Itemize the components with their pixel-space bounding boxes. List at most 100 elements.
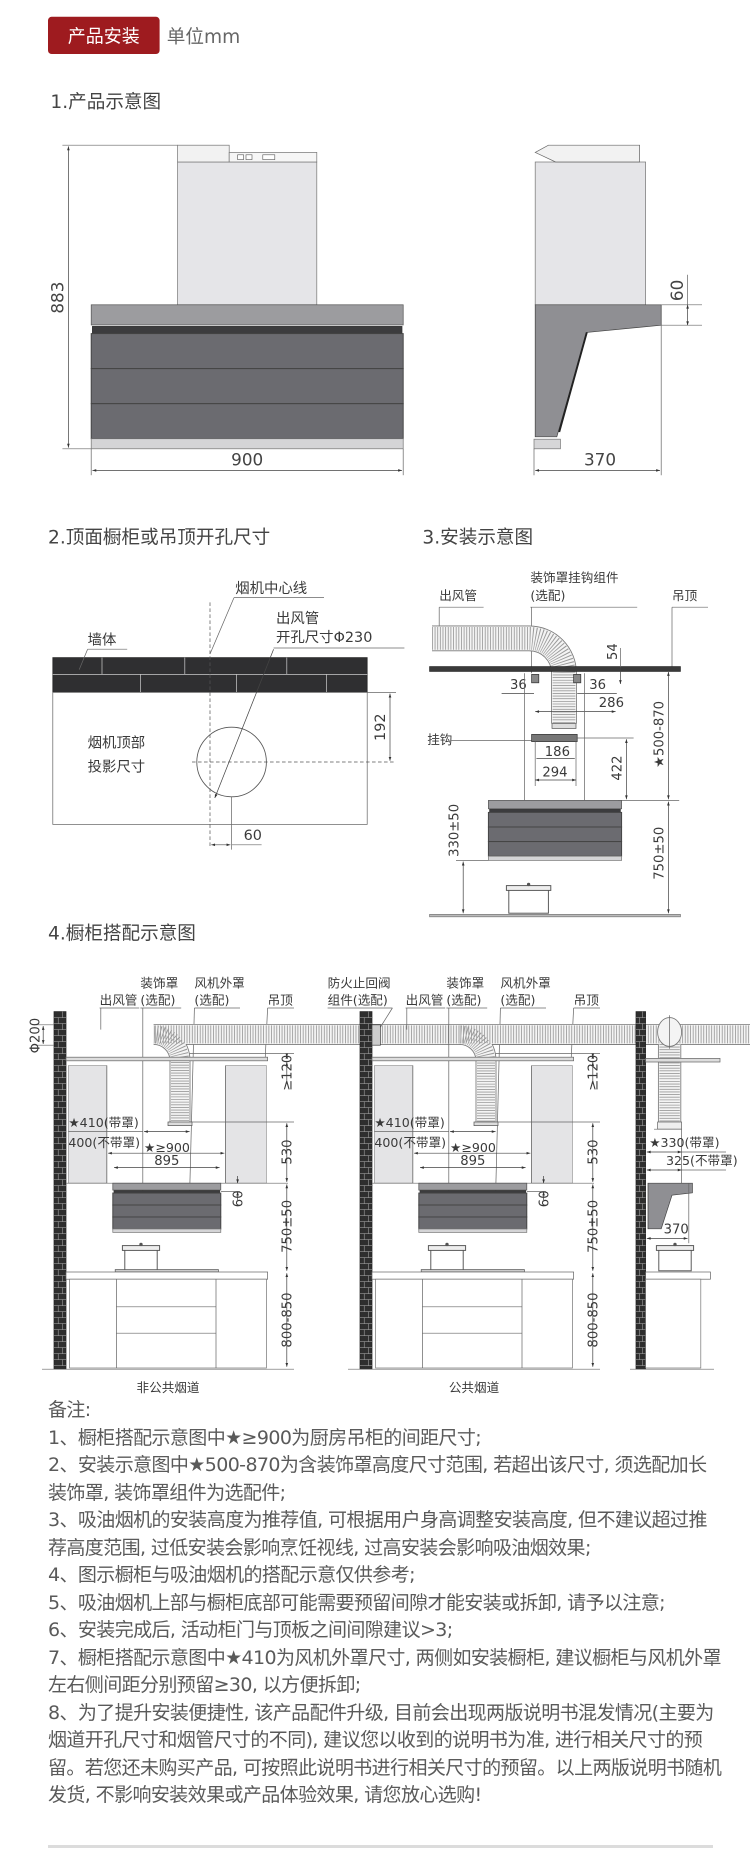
dim-750-label: 750±50 [587, 1200, 602, 1253]
terminal-icon [245, 154, 253, 160]
pot-knob [526, 882, 531, 887]
dim-294-label: 294 [542, 765, 567, 780]
dim-895-label: 895 [460, 1154, 485, 1169]
install-hood-body-top-band [488, 800, 622, 810]
dim-900-label: 900 [231, 450, 263, 470]
leader-line [209, 597, 235, 655]
countertop [65, 1271, 268, 1280]
duct-label: 出风管 [439, 588, 477, 603]
duct-label: 出风管 [100, 992, 138, 1007]
pot [124, 1248, 158, 1272]
decor-cover-optional: (选配) [446, 992, 481, 1007]
pot-lid [121, 1245, 161, 1251]
chimney-cap [177, 144, 230, 163]
note-3: 3、吸油烟机的安装高度为推荐值, 可根据用户身高调整安装高度, 但不建议超过推 [48, 1509, 707, 1531]
arrowhead [591, 1273, 595, 1278]
pot [430, 1248, 464, 1272]
pot-side-lid [655, 1245, 695, 1251]
arrowhead [535, 469, 540, 472]
duct-collar [473, 1121, 499, 1126]
cabinet-hood-body-bottom-trim [112, 1228, 222, 1233]
arrowhead [677, 1168, 682, 1172]
diagram-caption: 公共烟道 [449, 1380, 500, 1395]
arrowhead [521, 1166, 526, 1169]
duct-collar [551, 723, 577, 729]
cabinet-hood-body-panel [112, 1204, 222, 1218]
countertop [371, 1271, 574, 1280]
note-5: 5、吸油烟机上部与橱柜底部可能需要预留间隙才能安装或拆卸, 请予以注意; [48, 1591, 666, 1614]
cabinet-hood-body-bottom-trim [418, 1228, 528, 1233]
arrowhead [591, 1362, 595, 1367]
dim-530-label: 530 [281, 1139, 296, 1164]
pot-knob [139, 1242, 143, 1247]
note-8: 8、为了提升安装便捷性, 该产品配件升级, 目前会出现两版说明书混发情况(主要为 [48, 1701, 714, 1724]
note-7-cont: 左右侧间距分别预留≥30, 以方便拆卸; [48, 1674, 361, 1696]
install-hood-body-panel [487, 811, 623, 828]
arrowhead [226, 843, 231, 847]
cooktop [114, 1269, 219, 1273]
upper-cabinet-right [531, 1065, 573, 1184]
pot-knob [445, 1242, 449, 1247]
dim-895-label: 895 [154, 1154, 179, 1169]
fan-cover-optional: (选配) [194, 992, 229, 1007]
dim-325-label: 325(不带罩) [666, 1153, 738, 1168]
notes-title: 备注: [48, 1399, 91, 1421]
check-valve-label: 防火止回阀 [328, 976, 391, 991]
dim-330-label: 330±50 [447, 804, 462, 857]
arrowhead [491, 1130, 496, 1133]
ceiling-label: 吊顶 [672, 588, 698, 603]
wall-label: 墙体 [88, 631, 117, 648]
arrowhead [67, 146, 70, 151]
dim-36-left-label: 36 [510, 678, 527, 693]
arrowhead [686, 304, 689, 309]
dim-60-label: 60 [667, 280, 687, 301]
pot [508, 888, 549, 914]
upper-cabinet-right [225, 1065, 267, 1184]
ceiling-board [645, 1058, 721, 1063]
arrowhead [646, 1237, 651, 1240]
dim-400-label: 400(不带罩) [374, 1135, 446, 1150]
arrowhead [535, 710, 540, 713]
front-hood-body-panel [90, 403, 404, 440]
dim-750-label: 750±50 [653, 827, 668, 880]
dim-186-label: 186 [545, 745, 570, 760]
brick-wall [359, 1011, 373, 1370]
dim-60-label: 60 [231, 1190, 246, 1207]
front-hood-body-light-strip [92, 326, 403, 334]
note-8-cont-2: 留。若您还未购买产品, 可按照此说明书进行相关尺寸的预留。以上两版说明书随机 [48, 1756, 722, 1779]
duct-hole-arrow [214, 649, 274, 799]
arrowhead [542, 1179, 545, 1184]
ceiling-board [65, 1056, 268, 1062]
arrowhead [591, 1062, 595, 1066]
arrowhead [646, 1150, 651, 1154]
chimney-cover [177, 161, 318, 306]
cabinet-hood-body-panel [112, 1192, 222, 1206]
side-bottom-trim [533, 438, 561, 450]
bottom-divider [48, 1845, 713, 1848]
arrowhead [526, 1151, 531, 1155]
arrowhead [185, 1130, 190, 1133]
arrowhead [420, 1166, 424, 1169]
cabinet-hood-body-panel [418, 1216, 528, 1230]
pot-lid [427, 1245, 467, 1251]
dim-370-label: 370 [584, 450, 616, 470]
arrowhead [211, 843, 216, 847]
arrowhead [625, 795, 628, 800]
dim-36-right-label: 36 [589, 678, 606, 693]
note-8-cont-1: 烟道开孔尺寸和烟管尺寸的不同), 建议您以收到的说明书为准, 进行相关尺寸的预 [48, 1729, 703, 1751]
decor-cover-label: 装饰罩 [446, 976, 484, 991]
side-chimney-cap [534, 144, 640, 163]
arrowhead [236, 1179, 239, 1184]
dim-530-label: 530 [587, 1139, 602, 1164]
side-hood-body [534, 304, 662, 438]
arrowhead [388, 693, 392, 698]
dim-120-label: ≥120 [281, 1055, 296, 1091]
section-2-title: 2.顶面橱柜或吊顶开孔尺寸 [48, 528, 270, 549]
notes-section: 备注: 1、橱柜搭配示意图中★≥900为厨房吊柜的间距尺寸; 2、安装示意图中★… [48, 1397, 728, 1810]
arrowhead [285, 1123, 289, 1128]
unit-label: 单位mm [167, 27, 240, 48]
section-3-title: 3.安装示意图 [422, 528, 533, 549]
arrowhead [108, 1151, 112, 1155]
dim-422-label: 422 [611, 755, 626, 780]
hook-kit-label: 装饰罩挂钩组件 [530, 570, 618, 585]
